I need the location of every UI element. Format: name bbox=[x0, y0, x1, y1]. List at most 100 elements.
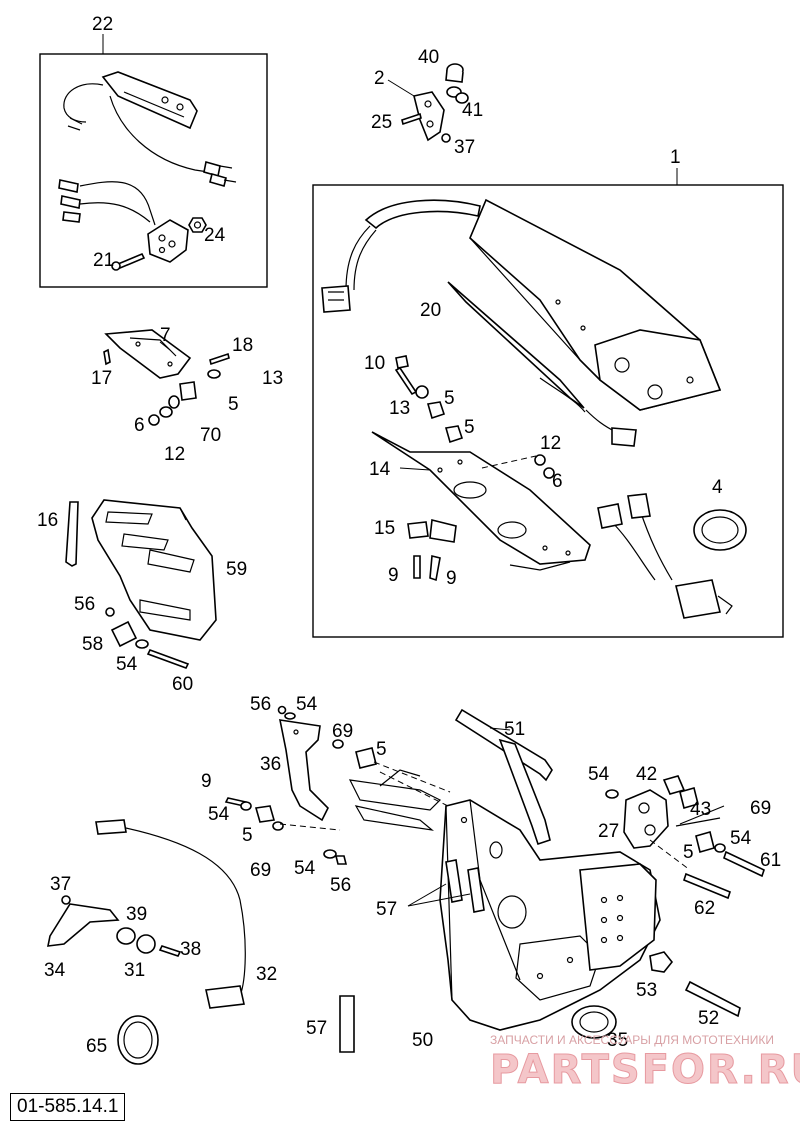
callout-9-right: 9 bbox=[446, 568, 457, 589]
callout-38: 38 bbox=[180, 939, 201, 960]
callout-16: 16 bbox=[37, 510, 58, 531]
nut-37-top bbox=[441, 133, 451, 143]
callout-56-lower: 56 bbox=[330, 875, 351, 896]
headlight-plug bbox=[611, 427, 637, 447]
callout-5-upper-mid: 5 bbox=[376, 739, 387, 760]
callout-34: 34 bbox=[44, 960, 66, 981]
plug-42 bbox=[662, 775, 686, 795]
callout-69-mid: 69 bbox=[250, 860, 271, 881]
headlight-mask-1 bbox=[469, 198, 722, 411]
callout-12-left: 12 bbox=[164, 444, 185, 465]
callout-51: 51 bbox=[504, 719, 525, 740]
sleeve-69-mid bbox=[272, 821, 284, 831]
callout-57-upper: 57 bbox=[376, 899, 397, 920]
washer-54-left bbox=[135, 639, 149, 649]
washer-54-lower bbox=[323, 849, 337, 859]
callout-59: 59 bbox=[226, 559, 247, 580]
nut-56-lower bbox=[334, 855, 348, 865]
document-code: 01-585.14.1 bbox=[10, 1093, 126, 1121]
callout-9-mid: 9 bbox=[201, 771, 212, 792]
nut-6 bbox=[543, 467, 555, 479]
callout-41: 41 bbox=[462, 100, 483, 121]
callout-54-far-right: 54 bbox=[730, 828, 752, 849]
watermark-tagline: ЗАПЧАСТИ И АКСЕССУАРЫ ДЛЯ МОТОТЕХНИКИ bbox=[490, 1033, 774, 1047]
callout-56-upper: 56 bbox=[250, 694, 271, 715]
callout-37-top: 37 bbox=[454, 137, 475, 158]
callout-57-lower: 57 bbox=[306, 1018, 327, 1039]
callout-54-left: 54 bbox=[116, 654, 138, 675]
nut-56-upper bbox=[277, 705, 287, 715]
callout-12: 12 bbox=[540, 433, 561, 454]
bracket-36 bbox=[278, 719, 329, 822]
callout-54-lower: 54 bbox=[294, 858, 316, 879]
washer-54-far-right bbox=[714, 843, 726, 853]
spacer-5-upper-mid bbox=[355, 747, 377, 769]
washer-13-left bbox=[207, 369, 221, 379]
callout-61: 61 bbox=[760, 850, 781, 871]
callout-13-left: 13 bbox=[262, 368, 283, 389]
cable-32 bbox=[95, 819, 246, 1009]
callout-22: 22 bbox=[92, 14, 113, 35]
switch-wires-22 bbox=[58, 179, 156, 226]
dashed-leader-27 bbox=[649, 839, 691, 871]
callout-36: 36 bbox=[260, 754, 281, 775]
bolt-52 bbox=[684, 980, 741, 1018]
callout-1: 1 bbox=[670, 147, 681, 168]
callout-53: 53 bbox=[636, 980, 657, 1001]
callout-15: 15 bbox=[374, 518, 395, 539]
headlight-assembly-1-frame bbox=[312, 184, 784, 638]
screw-18 bbox=[209, 352, 230, 366]
screw-21 bbox=[111, 252, 146, 271]
hose-clamp-4 bbox=[693, 509, 747, 551]
callout-6-left: 6 bbox=[134, 415, 145, 436]
leader-7 bbox=[159, 341, 171, 351]
callout-20: 20 bbox=[420, 300, 441, 321]
callout-5-upper: 5 bbox=[444, 388, 455, 409]
screw-9-left bbox=[413, 555, 421, 579]
strip-57-loose bbox=[339, 995, 355, 1053]
sleeve-70 bbox=[168, 395, 180, 409]
grommet-40 bbox=[445, 63, 464, 83]
callout-32: 32 bbox=[256, 964, 277, 985]
callout-5-lower: 5 bbox=[464, 417, 475, 438]
callout-70: 70 bbox=[200, 425, 221, 446]
callout-7: 7 bbox=[160, 325, 171, 346]
callout-54-mid: 54 bbox=[208, 804, 230, 825]
washer-54-right bbox=[605, 789, 619, 799]
callout-60: 60 bbox=[172, 674, 193, 695]
callout-54-right: 54 bbox=[588, 764, 610, 785]
spacer-5-upper bbox=[426, 401, 446, 420]
callout-40: 40 bbox=[418, 47, 439, 68]
washer-12 bbox=[534, 454, 546, 466]
spacer-39 bbox=[116, 927, 136, 945]
callout-50: 50 bbox=[412, 1030, 433, 1051]
mounting-bracket-50 bbox=[439, 799, 661, 1031]
sleeve-69-right bbox=[675, 817, 721, 827]
callout-6: 6 bbox=[552, 471, 563, 492]
washer-54-mid bbox=[240, 801, 252, 811]
nut-53 bbox=[649, 951, 674, 973]
strip-57-b bbox=[467, 867, 485, 913]
bolt-10 bbox=[394, 355, 418, 396]
callout-54-upper: 54 bbox=[296, 694, 318, 715]
grommet-41 bbox=[446, 86, 469, 104]
spacer-5-mid bbox=[254, 805, 276, 823]
callout-4: 4 bbox=[712, 477, 723, 498]
bracket-59 bbox=[91, 499, 217, 641]
bracket-7 bbox=[104, 329, 192, 379]
nut-56-left bbox=[105, 607, 115, 617]
screw-38 bbox=[158, 945, 182, 957]
screw-25 bbox=[401, 112, 422, 126]
callout-18: 18 bbox=[232, 335, 253, 356]
callout-5-mid: 5 bbox=[242, 825, 253, 846]
callout-10: 10 bbox=[364, 353, 385, 374]
callout-69-upper: 69 bbox=[332, 721, 353, 742]
sleeve-69-upper bbox=[332, 739, 344, 749]
leader-14 bbox=[399, 467, 431, 471]
lens-20 bbox=[447, 281, 586, 413]
callout-52: 52 bbox=[698, 1008, 719, 1029]
light-switch-22 bbox=[63, 71, 237, 187]
callout-24: 24 bbox=[204, 225, 226, 246]
watermark-brand: PARTSFOR.RU bbox=[490, 1047, 800, 1093]
dashed-leader-36-b bbox=[279, 823, 341, 831]
